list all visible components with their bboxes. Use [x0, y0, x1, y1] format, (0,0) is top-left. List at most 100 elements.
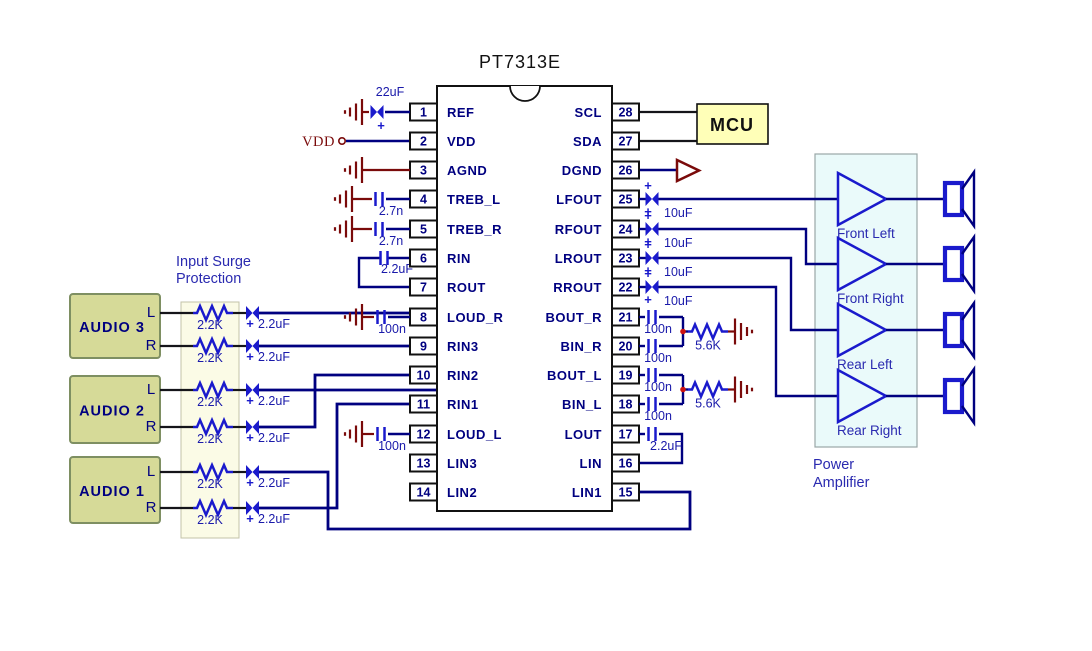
electrolytic-cap-icon[interactable]	[645, 251, 659, 265]
audio-input-3[interactable]: AUDIO 3LR	[69, 293, 161, 359]
ground-icon[interactable]	[343, 99, 364, 125]
resistor-icon[interactable]	[193, 461, 233, 483]
capacitor-icon[interactable]	[376, 310, 386, 324]
dgnd-arrow-icon[interactable]	[675, 158, 702, 183]
capacitor-icon[interactable]	[647, 427, 657, 441]
ground-icon[interactable]	[733, 318, 754, 345]
mcu-block[interactable]: MCU	[639, 103, 769, 145]
pin-box[interactable]	[611, 160, 640, 180]
ground-icon[interactable]	[343, 157, 364, 183]
resistor-icon[interactable]	[193, 302, 233, 324]
electrolytic-cap-icon[interactable]	[370, 105, 384, 119]
amplifier-triangle-icon[interactable]	[836, 170, 889, 228]
resistor-icon[interactable]	[193, 416, 233, 438]
ground-icon[interactable]	[333, 186, 354, 212]
ground-icon[interactable]	[733, 376, 754, 403]
ground-icon[interactable]	[343, 304, 364, 330]
speaker-icon[interactable]	[942, 299, 976, 361]
audio-box[interactable]	[69, 456, 161, 524]
speaker-horn	[961, 233, 976, 295]
audio-input-1[interactable]: AUDIO 1LR	[69, 456, 161, 524]
capacitor-icon[interactable]	[376, 427, 386, 441]
mcu-box[interactable]	[696, 103, 769, 145]
pin-box[interactable]	[409, 365, 438, 385]
electrolytic-cap-icon[interactable]	[246, 420, 259, 434]
electrolytic-cap-icon[interactable]	[246, 383, 259, 397]
ic-pt7313e[interactable]: PT7313E	[436, 52, 613, 512]
value-label: 10uF	[664, 236, 693, 250]
electrolytic-cap-icon[interactable]	[645, 192, 659, 206]
capacitor-icon[interactable]	[647, 339, 657, 353]
resistor-icon[interactable]	[688, 321, 728, 342]
electrolytic-cap-icon[interactable]	[246, 501, 259, 515]
pin-box[interactable]	[409, 336, 438, 356]
amplifier-triangle-icon[interactable]	[836, 235, 889, 293]
speaker-icon[interactable]	[942, 168, 976, 230]
pin-box[interactable]	[409, 394, 438, 414]
amplifier-triangle-icon[interactable]	[836, 367, 889, 425]
pin-box[interactable]	[409, 482, 438, 502]
resistor-icon[interactable]	[688, 379, 728, 400]
pin-box[interactable]	[409, 277, 438, 297]
capacitor-icon[interactable]	[647, 310, 657, 324]
pin-box[interactable]	[409, 131, 438, 151]
pin-label: TREB_R	[447, 222, 502, 237]
audio-box[interactable]	[69, 293, 161, 359]
electrolytic-cap-icon[interactable]	[246, 306, 259, 320]
ground-icon[interactable]	[343, 421, 364, 447]
speaker-icon[interactable]	[942, 365, 976, 427]
speaker-icon[interactable]	[942, 233, 976, 295]
electrolytic-cap-icon[interactable]	[645, 222, 659, 236]
resistor-icon[interactable]	[193, 379, 233, 401]
pin-box[interactable]	[611, 482, 640, 502]
capacitor-icon[interactable]	[647, 397, 657, 411]
vdd-terminal-icon[interactable]	[337, 137, 346, 146]
audio-box[interactable]	[69, 375, 161, 444]
pin-box[interactable]	[409, 248, 438, 268]
pin-box[interactable]	[409, 453, 438, 473]
electrolytic-cap-icon[interactable]	[645, 280, 659, 294]
ground-icon[interactable]	[333, 216, 354, 242]
pin-box[interactable]	[611, 131, 640, 151]
pin-box[interactable]	[611, 102, 640, 122]
pin-box[interactable]	[611, 453, 640, 473]
electrolytic-cap-icon[interactable]	[246, 465, 259, 479]
resistor-icon[interactable]	[193, 335, 233, 357]
resistor-icon[interactable]	[193, 497, 233, 519]
electrolytic-cap-icon[interactable]	[246, 339, 259, 353]
ic-body[interactable]	[436, 85, 613, 512]
amplifier-triangle-icon[interactable]	[836, 301, 889, 359]
audio-input-2[interactable]: AUDIO 2LR	[69, 375, 161, 444]
capacitor-icon[interactable]	[374, 222, 384, 236]
capacitor-icon[interactable]	[647, 368, 657, 382]
capacitor-icon[interactable]	[374, 192, 384, 206]
